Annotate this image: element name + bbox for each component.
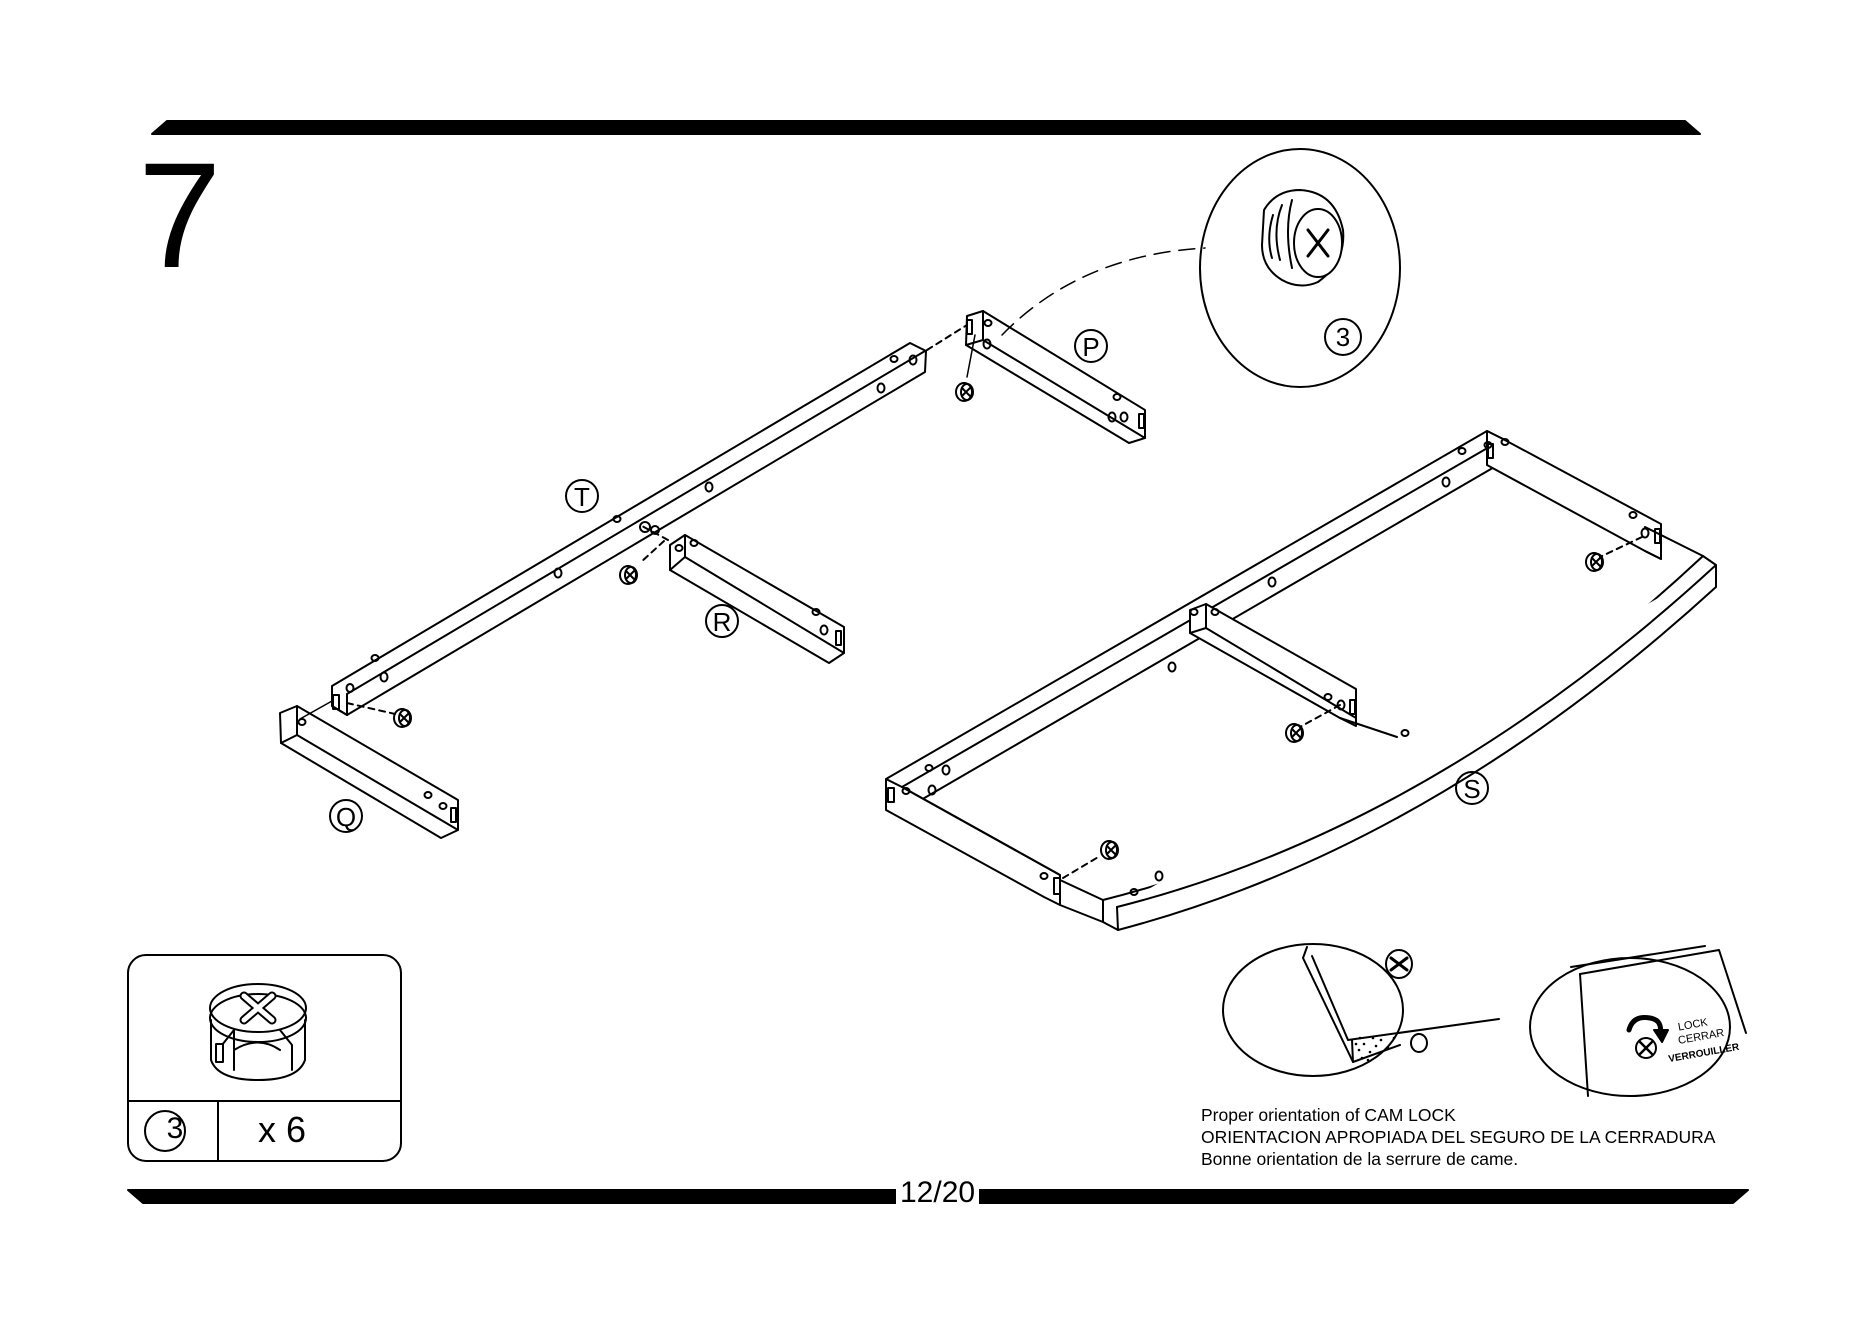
cam-lock-icon bbox=[620, 566, 637, 584]
part-label-r: R bbox=[707, 609, 737, 635]
header-bar bbox=[152, 121, 1700, 134]
part-label-q: Q bbox=[331, 804, 361, 830]
frame-s bbox=[886, 431, 1716, 930]
caption-line-en: Proper orientation of CAM LOCK bbox=[1201, 1104, 1715, 1126]
orientation-detail-right bbox=[1530, 946, 1746, 1096]
caption-line-es: ORIENTACION APROPIADA DEL SEGURO DE LA C… bbox=[1201, 1126, 1715, 1148]
cam-lock-caption: Proper orientation of CAM LOCK ORIENTACI… bbox=[1201, 1104, 1715, 1170]
page-number: 12/20 bbox=[896, 1178, 979, 1208]
hardware-table-number: 3 bbox=[160, 1114, 190, 1144]
part-label-p: P bbox=[1076, 334, 1106, 360]
cam-lock-icon bbox=[1262, 190, 1343, 286]
rail-r bbox=[670, 535, 844, 663]
cam-lock-icon bbox=[956, 383, 973, 401]
part-label-s: S bbox=[1457, 776, 1487, 802]
rail-t bbox=[332, 343, 926, 715]
cam-lock-icon bbox=[1586, 553, 1603, 571]
cam-lock-detail-circle bbox=[1200, 149, 1400, 387]
caption-line-fr: Bonne orientation de la serrure de came. bbox=[1201, 1148, 1715, 1170]
hardware-quantity: x 6 bbox=[258, 1112, 306, 1148]
cam-lock-icon bbox=[1286, 724, 1303, 742]
cam-lock-icon bbox=[210, 984, 306, 1080]
cam-lock-icon bbox=[394, 709, 411, 727]
rail-p bbox=[966, 311, 1145, 443]
step-number: 7 bbox=[138, 140, 221, 290]
cam-lock-icon bbox=[1636, 1038, 1656, 1058]
cam-lock-icon bbox=[1101, 841, 1118, 859]
rail-q bbox=[280, 706, 458, 838]
detail-number: 3 bbox=[1328, 324, 1358, 350]
part-label-t: T bbox=[567, 484, 597, 510]
cam-lock-icon bbox=[1386, 950, 1412, 978]
orientation-detail-left bbox=[1223, 944, 1499, 1076]
